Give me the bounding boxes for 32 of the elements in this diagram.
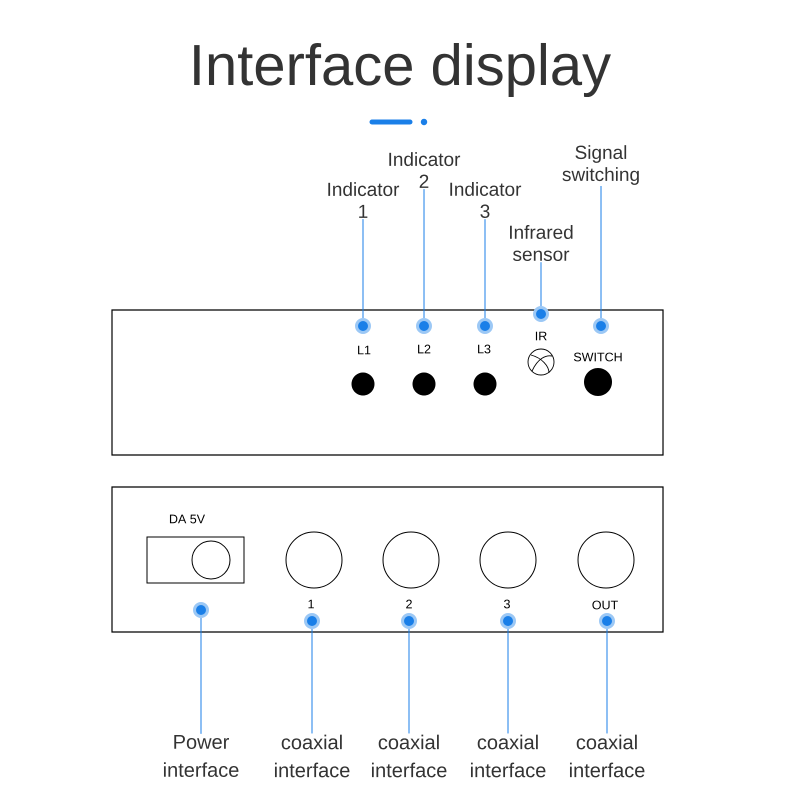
port-label: SWITCH: [574, 352, 622, 362]
indicator-dot: [477, 318, 493, 334]
port-label: L2: [418, 344, 430, 354]
callout-text: Power interface: [164, 735, 238, 777]
callout-text: coaxial interface: [470, 734, 546, 778]
indicator-dot: [500, 613, 516, 629]
leader-line: [484, 218, 486, 318]
port-label: L3: [478, 344, 490, 354]
indicator-dot: [304, 613, 320, 629]
indicator-dot: [533, 306, 549, 322]
port-label: DA 5V: [170, 514, 205, 524]
port-label: L1: [358, 346, 370, 354]
leader-line: [362, 218, 364, 318]
callout-text: coaxial interface: [570, 734, 644, 778]
indicator-dot: [401, 613, 417, 629]
title: Interface display: [194, 42, 611, 98]
indicator-dot: [593, 318, 609, 334]
callout-text: coaxial interface: [372, 734, 446, 778]
leader-line: [408, 628, 410, 734]
leader-line: [600, 186, 602, 318]
leader-line: [606, 628, 608, 734]
callout-text: coaxial interface: [274, 734, 350, 778]
indicator-dot: [416, 318, 432, 334]
indicator-dot: [355, 318, 371, 334]
leader-line: [540, 262, 542, 306]
indicator-dot: [193, 602, 209, 618]
indicator-dot: [599, 613, 615, 629]
callout-text: Indicator 3: [450, 182, 522, 218]
callout-text: Indicator 1: [328, 182, 400, 218]
callout-text: Infrared sensor: [510, 225, 572, 261]
callout-text: Signal switching: [562, 145, 639, 185]
leader-line: [200, 618, 202, 734]
